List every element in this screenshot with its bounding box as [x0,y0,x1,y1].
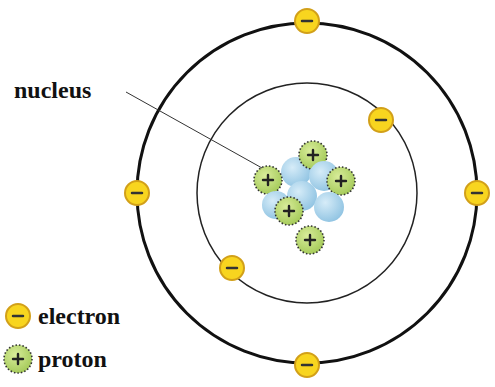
legend-text: electron [38,304,120,328]
legend-proton-sample [4,345,32,373]
inner-orbit [197,83,417,303]
electron-symbol [125,181,149,205]
electron-symbol [369,108,393,132]
electron-symbol [465,181,489,205]
electron-symbol [295,9,319,33]
part-label: nucleus [14,78,91,102]
outer-orbit [137,23,477,363]
nucleus-cluster [254,141,355,254]
electron-symbol [220,256,244,280]
legend-text: proton [38,347,107,371]
electron-symbol [295,353,319,377]
leader-line [126,92,262,168]
legend-electron-sample [6,304,30,328]
